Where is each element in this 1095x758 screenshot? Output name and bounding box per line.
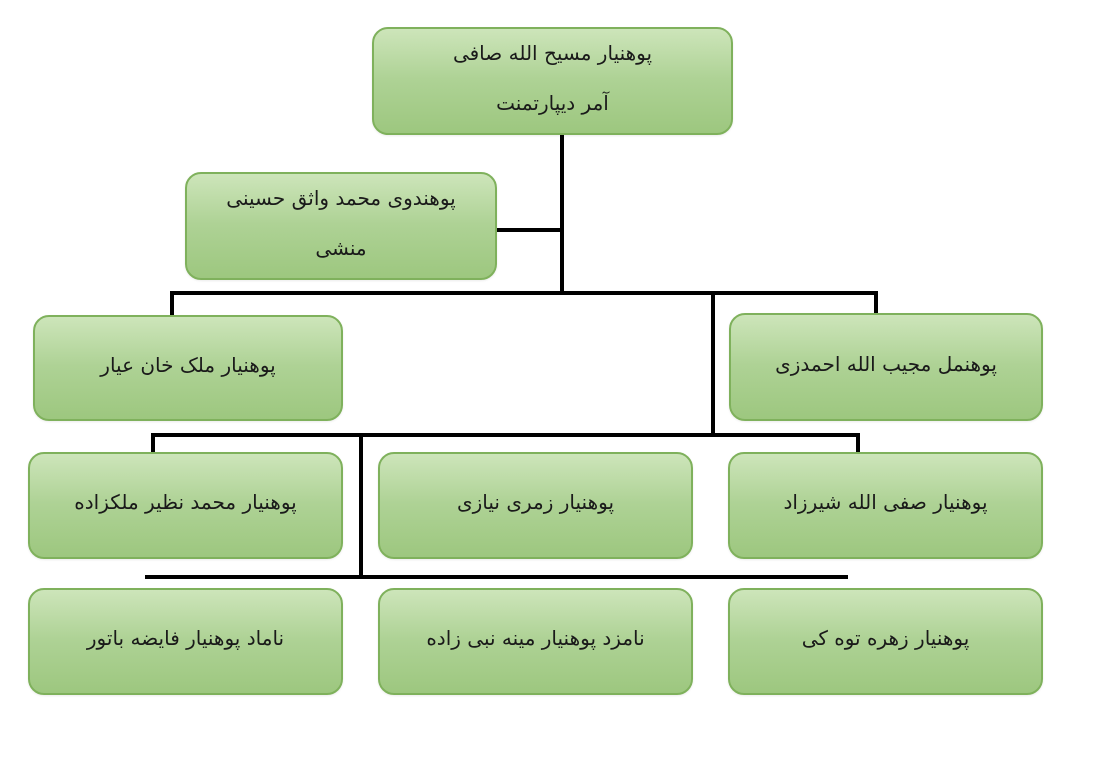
node-name: پوهنیار صفی الله شیرزاد <box>783 490 988 514</box>
node-role: منشی <box>315 235 367 260</box>
node-name: پوهنیار ملک خان عیار <box>100 352 276 377</box>
org-node-department-head[interactable]: پوهنیار مسیح الله صافی آمر دیپارتمنت <box>372 27 733 135</box>
connector-drop-level2-left <box>170 293 174 317</box>
node-name: پوهنمل مجیب الله احمدزی <box>775 351 997 376</box>
connector-drop-level3-left <box>151 435 155 454</box>
node-role: آمر دیپارتمنت <box>496 90 609 115</box>
org-node-zohra-tawakey[interactable]: پوهنیار زهره توه کی <box>728 588 1043 695</box>
node-name: نامزد پوهنیار مینه نبی زاده <box>426 626 645 650</box>
connector-secretary-stub <box>497 228 563 232</box>
connector-rail-level-3 <box>151 433 860 437</box>
node-name: پوهنیار زمری نیازی <box>456 490 615 514</box>
connector-drop-level3-right <box>856 435 860 454</box>
org-node-malek-khan-ayar[interactable]: پوهنیار ملک خان عیار <box>33 315 343 421</box>
org-node-safiullah-sherzad[interactable]: پوهنیار صفی الله شیرزاد <box>728 452 1043 559</box>
org-node-mohammad-nazir-malekzada[interactable]: پوهنیار محمد نظیر ملکزاده <box>28 452 343 559</box>
connector-trunk-level-4 <box>359 435 363 579</box>
node-name: پوهنیار مسیح الله صافی <box>452 40 653 65</box>
org-node-zamari-niazi[interactable]: پوهنیار زمری نیازی <box>378 452 693 559</box>
org-node-mina-nabizada[interactable]: نامزد پوهنیار مینه نبی زاده <box>378 588 693 695</box>
node-name: پوهنیار زهره توه کی <box>801 626 970 650</box>
connector-trunk-level-3 <box>711 293 715 437</box>
connector-rail-level-2 <box>170 291 878 295</box>
connector-trunk-head <box>560 134 564 295</box>
connector-drop-level2-right <box>874 293 878 315</box>
node-name: ناماد پوهنیار فایضه باتور <box>86 626 285 650</box>
org-node-secretary[interactable]: پوهندوی محمد واثق حسینی منشی <box>185 172 497 280</box>
node-name: پوهندوی محمد واثق حسینی <box>226 185 456 210</box>
org-node-fayeza-batur[interactable]: ناماد پوهنیار فایضه باتور <box>28 588 343 695</box>
node-name: پوهنیار محمد نظیر ملکزاده <box>74 490 297 514</box>
org-node-mujibullah-ahmadzai[interactable]: پوهنمل مجیب الله احمدزی <box>729 313 1043 421</box>
connector-rail-level-4 <box>145 575 848 579</box>
